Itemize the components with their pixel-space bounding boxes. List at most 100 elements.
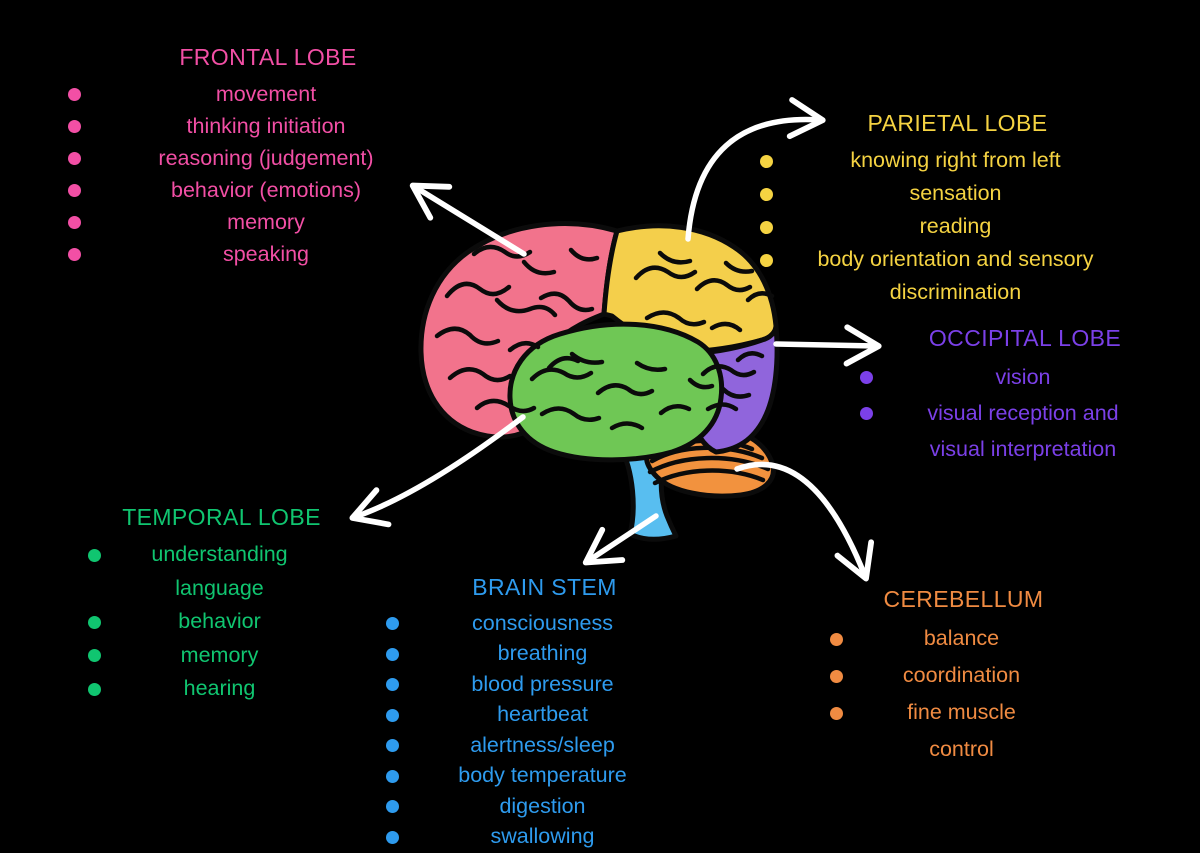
- list-item: alertness/sleep: [378, 731, 690, 762]
- brain-stem-list: consciousness breathing blood pressure hear…: [378, 609, 690, 853]
- list-item: body orientation and sensory: [752, 244, 1142, 277]
- list-item-text: visual reception and: [927, 400, 1119, 425]
- arrow-to-frontal-lobe: [409, 182, 527, 257]
- list-item-text: vision: [995, 364, 1051, 389]
- list-item-text: body temperature: [458, 763, 627, 788]
- cerebellum-list: balance coordination fine muscle control: [822, 621, 1084, 769]
- list-item: thinking initiation: [60, 111, 455, 143]
- bullet-icon: [68, 152, 81, 166]
- list-item: understanding: [80, 539, 342, 573]
- list-item: movement: [60, 79, 455, 111]
- bullet-icon: [68, 248, 81, 262]
- list-item: control: [822, 732, 1084, 769]
- list-item: reading: [752, 211, 1142, 244]
- list-item: body temperature: [378, 761, 690, 792]
- bullet-icon: [386, 678, 399, 692]
- list-item-text: knowing right from left: [850, 148, 1061, 173]
- list-item: hearing: [80, 673, 342, 707]
- bullet-icon: [68, 184, 81, 198]
- list-item-text: behavior: [178, 609, 261, 634]
- bullet-icon: [386, 769, 399, 783]
- list-item: speaking: [60, 239, 455, 271]
- gyri-folds: [434, 244, 775, 431]
- bullet-icon: [760, 220, 773, 234]
- bullet-icon: [760, 253, 773, 267]
- list-item: balance: [822, 621, 1084, 658]
- list-item: coordination: [822, 658, 1084, 695]
- bullet-icon: [88, 615, 101, 629]
- list-item-text: alertness/sleep: [470, 732, 615, 757]
- bullet-icon: [386, 647, 399, 661]
- list-item: reasoning (judgement): [60, 143, 455, 175]
- bullet-icon: [88, 548, 101, 562]
- bullet-icon: [88, 649, 101, 663]
- list-item-text: heartbeat: [497, 702, 588, 727]
- list-item: sensation: [752, 178, 1142, 211]
- bullet-icon: [386, 830, 399, 844]
- temporal-lobe-list: understanding language behavior memory heari…: [80, 539, 342, 707]
- bullet-icon: [68, 216, 81, 230]
- list-item: consciousness: [378, 609, 690, 640]
- bullet-icon: [860, 407, 873, 421]
- list-item-text: thinking initiation: [186, 113, 346, 138]
- list-item: fine muscle: [822, 695, 1084, 732]
- pointer-arrows: [349, 97, 882, 582]
- list-item: visual reception and: [852, 396, 1177, 432]
- list-item-text: language: [175, 575, 264, 600]
- list-item-text: digestion: [499, 793, 586, 818]
- bullet-icon: [386, 739, 399, 753]
- list-item-text: understanding: [151, 542, 288, 567]
- brain-stem-title: BRAIN STEM: [472, 574, 617, 600]
- list-item-text: movement: [215, 81, 317, 106]
- list-item: language: [80, 572, 342, 606]
- list-item-text: control: [929, 737, 994, 762]
- list-item: breathing: [378, 639, 690, 670]
- frontal-lobe-title: FRONTAL LOBE: [179, 44, 357, 70]
- list-item-text: behavior (emotions): [170, 177, 361, 202]
- list-item-text: hearing: [183, 676, 256, 701]
- list-item-text: memory: [180, 642, 259, 667]
- list-item: memory: [60, 207, 455, 239]
- list-item: swallowing: [378, 822, 690, 853]
- list-item-text: fine muscle: [907, 700, 1016, 725]
- temporal-lobe-shape: [507, 321, 725, 463]
- list-item: memory: [80, 639, 342, 673]
- temporal-lobe-section: TEMPORAL LOBE understanding language behav…: [80, 504, 342, 706]
- brain-stem-section: BRAIN STEM consciousness breathing blood p…: [378, 574, 690, 853]
- arrow-to-parietal-lobe: [685, 97, 826, 242]
- bullet-icon: [386, 800, 399, 814]
- list-item-text: body orientation and sensory: [817, 247, 1094, 272]
- list-item-text: breathing: [497, 641, 588, 666]
- bullet-icon: [386, 708, 399, 722]
- bullet-icon: [830, 669, 843, 683]
- arrow-to-temporal-lobe: [349, 414, 526, 528]
- list-item: behavior (emotions): [60, 175, 455, 207]
- list-item-text: consciousness: [471, 610, 614, 635]
- parietal-lobe-title: PARIETAL LOBE: [867, 110, 1048, 136]
- list-item-text: sensation: [909, 181, 1002, 206]
- list-item-text: coordination: [902, 663, 1021, 688]
- parietal-lobe-list: knowing right from left sensation reading b…: [752, 145, 1142, 310]
- list-item: heartbeat: [378, 700, 690, 731]
- bullet-icon: [760, 154, 773, 168]
- list-item-text: swallowing: [490, 824, 595, 849]
- list-item-text: reading: [919, 214, 992, 239]
- bullet-icon: [760, 187, 773, 201]
- list-item-text: blood pressure: [471, 671, 614, 696]
- list-item: knowing right from left: [752, 145, 1142, 178]
- frontal-lobe-shape: [418, 221, 620, 440]
- arrow-to-brain-stem: [582, 513, 659, 566]
- arrow-to-occipital-lobe: [773, 324, 882, 367]
- temporal-lobe-title: TEMPORAL LOBE: [122, 504, 321, 530]
- list-item: vision: [852, 360, 1177, 396]
- frontal-lobe-list: movement thinking initiation reasoning (ju…: [60, 79, 455, 271]
- list-item: digestion: [378, 792, 690, 823]
- brain-illustration: [418, 221, 780, 542]
- bullet-icon: [860, 371, 873, 385]
- bullet-icon: [68, 120, 81, 134]
- parietal-lobe-section: PARIETAL LOBE knowing right from left sen…: [752, 110, 1142, 310]
